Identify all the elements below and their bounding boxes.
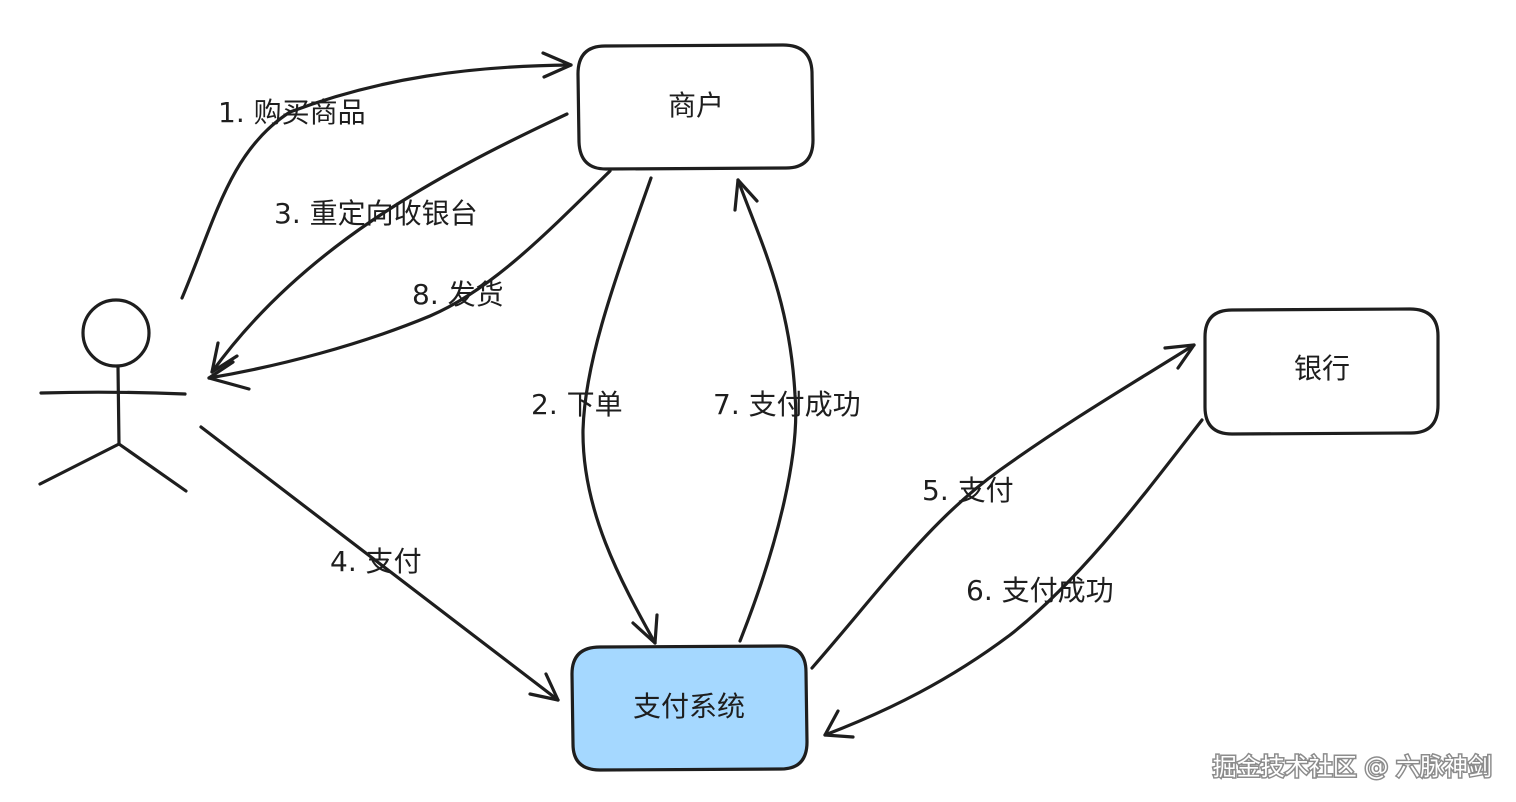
bank-node: 银行: [1203, 307, 1440, 436]
edge-1-label: 1. 购买商品: [218, 96, 366, 129]
payment-system-label: 支付系统: [633, 690, 745, 723]
bank-label: 银行: [1294, 352, 1350, 385]
watermark-text: 掘金技术社区 @ 六脉神剑: [1213, 753, 1492, 781]
edge-4-label: 4. 支付: [330, 545, 422, 578]
user-actor-icon: [38, 298, 188, 493]
merchant-label: 商户: [668, 89, 724, 122]
edge-3-redirect-arrow: [210, 112, 569, 374]
edge-4-pay-arrow: [199, 425, 560, 702]
edge-6-label: 6. 支付成功: [966, 574, 1114, 607]
edge-2-label: 2. 下单: [531, 388, 623, 421]
edge-2-order-arrow: [581, 176, 659, 645]
merchant-node: 商户: [576, 43, 815, 171]
edge-7-label: 7. 支付成功: [713, 388, 861, 421]
edge-8-ship-arrow: [207, 169, 612, 391]
edge-6-success-arrow: [823, 418, 1204, 739]
edge-3-label: 3. 重定向收银台: [274, 197, 478, 230]
edge-8-label: 8. 发货: [412, 278, 504, 311]
edge-7-success-arrow: [733, 178, 798, 643]
edge-5-label: 5. 支付: [922, 474, 1014, 507]
payment-system-node: 支付系统: [570, 644, 809, 772]
edge-1-buy-arrow: [180, 51, 573, 300]
edge-5-pay-arrow: [810, 343, 1196, 670]
